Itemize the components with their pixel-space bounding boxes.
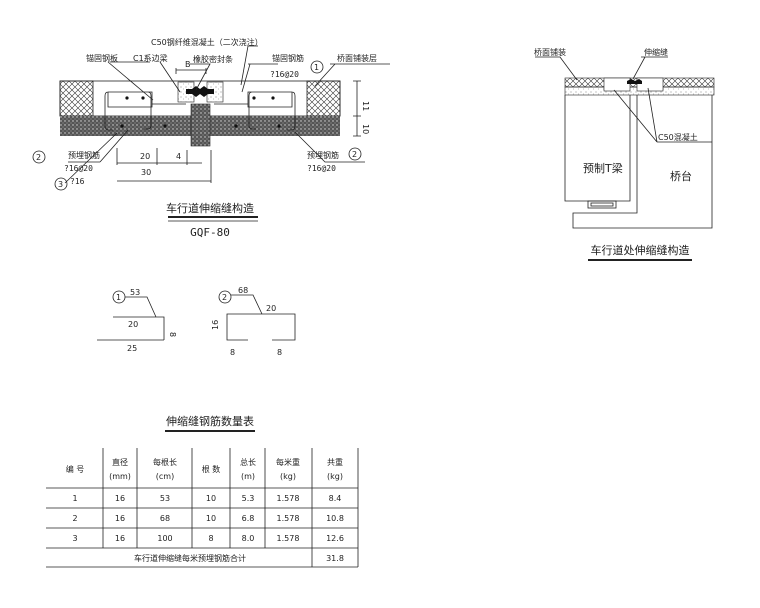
label-joint: 伸缩缝 [644,47,668,57]
table-cell: 16 [115,494,125,503]
label-embedded-bar-right-spec: ?16@20 [307,164,336,173]
table-cell: 16 [115,534,125,543]
table-header: 编 号 直径 (mm) 每根长 (cm) 根 数 总长 (m) 每米重 (kg)… [66,457,343,481]
dim-top-height: 11 [361,101,370,111]
label-deck-pavement: 桥面铺装 [534,47,566,57]
svg-text:1: 1 [314,63,319,72]
bar-shape-1: 1 53 20 8 25 [97,288,177,353]
svg-text:8: 8 [168,332,177,337]
table-total-value: 31.8 [326,554,344,563]
table-cell: 8.4 [329,494,342,503]
table-cell: 6.8 [242,514,255,523]
table-cell: 3 [72,534,77,543]
svg-text:20: 20 [128,320,138,329]
main-detail-title: 车行道伸缩缝构造 [166,201,254,215]
label-bar3-spec: ?16 [70,177,85,186]
label-anchor-plate: 锚固钢板 [86,53,118,63]
table-row: 3 16 100 8 8.0 1.578 12.6 [72,534,343,543]
svg-text:直径: 直径 [112,457,128,467]
table-title: 伸缩缝钢筋数量表 [166,414,254,428]
dim-bottom-height: 10 [361,124,370,134]
table-cell: 8.0 [242,534,255,543]
joint-seal-icon [627,79,642,84]
table-cell: 1.578 [277,514,300,523]
table-cell: 10 [206,514,216,523]
dim-20: 20 [140,152,150,161]
bar1-length: 53 [130,288,140,297]
rebar-quantity-table: 伸缩缝钢筋数量表 编 号 直径 (mm) 每根长 (cm) 根 数 总长 (m)… [46,414,359,568]
table-cell: 5.3 [242,494,255,503]
label-embedded-bar-left: 预埋钢筋 [68,150,100,160]
marker-3: 3 [54,177,68,191]
table-cell: 8 [208,534,213,543]
side-detail-title: 车行道处伸缩缝构造 [591,243,690,257]
table-row: 1 16 53 10 5.3 1.578 8.4 [72,494,341,503]
table-cell: 10 [206,494,216,503]
table-cell: 68 [160,514,170,523]
marker-2-left: 2 [32,150,46,164]
label-anchor-bar: 锚固钢筋 [272,53,304,63]
svg-text:每根长: 每根长 [153,457,177,467]
svg-text:(m): (m) [241,472,255,481]
table-row: 2 16 68 10 6.8 1.578 10.8 [72,514,343,523]
label-abutment: 桥台 [670,169,692,183]
side-joint-section: 桥面铺装 伸缩缝 C50混凝土 预制T梁 桥台 车行道处伸缩缝构造 [534,47,715,261]
table-cell: 2 [72,514,77,523]
dim-gap: B [185,60,191,69]
svg-text:(kg): (kg) [327,472,343,481]
rubber-seal-icon [186,86,214,97]
marker-2-right: 2 [348,147,362,161]
label-embedded-bar-left-spec: ?16@20 [64,164,93,173]
table-cell: 10.8 [326,514,344,523]
svg-text:总长: 总长 [240,457,256,467]
svg-text:2: 2 [36,153,41,162]
table-cell: 53 [160,494,170,503]
svg-text:(cm): (cm) [156,472,174,481]
table-cell: 1.578 [277,494,300,503]
svg-text:1: 1 [116,293,121,302]
dim-30: 30 [141,168,151,177]
label-anchor-bar-spec: ?16@20 [270,70,299,79]
svg-text:每米重: 每米重 [276,457,300,467]
table-cell: 12.6 [326,534,344,543]
svg-text:2: 2 [222,293,227,302]
label-c50-concrete: C50混凝土 [658,132,698,142]
svg-text:3: 3 [58,180,63,189]
label-precast-girder: 预制T梁 [583,161,623,175]
marker-1: 1 [310,60,324,74]
label-rubber-seal: 橡胶密封条 [193,54,233,64]
table-cell: 16 [115,514,125,523]
label-edge-beam: C1系边梁 [133,53,168,63]
expansion-joint-section: B 11 10 20 4 30 C50钢纤维混凝土（二次浇注） 锚固钢板 C1系… [32,37,390,239]
svg-text:2: 2 [352,150,357,159]
label-deck-pavement: 桥面铺装层 [337,53,377,63]
svg-text:(kg): (kg) [280,472,296,481]
svg-text:25: 25 [127,344,137,353]
label-c50: C50钢纤维混凝土（二次浇注） [151,37,263,47]
svg-text:16: 16 [211,320,220,330]
svg-text:共重: 共重 [327,457,343,467]
svg-text:8: 8 [277,348,282,357]
table-cell: 1 [72,494,77,503]
svg-text:(mm): (mm) [109,472,131,481]
dim-4: 4 [176,152,181,161]
table-cell: 100 [157,534,172,543]
svg-text:8: 8 [230,348,235,357]
bar2-length: 68 [238,286,248,295]
bar-shape-2: 2 68 20 16 8 8 [211,286,296,357]
main-detail-subtitle: GQF-80 [190,226,230,239]
table-total-label: 车行道伸缩缝每米预埋钢筋合计 [134,553,246,563]
svg-text:20: 20 [266,304,276,313]
svg-text:编 号: 编 号 [66,464,85,474]
svg-text:根 数: 根 数 [202,464,221,474]
table-cell: 1.578 [277,534,300,543]
label-embedded-bar-right: 预埋钢筋 [307,150,339,160]
